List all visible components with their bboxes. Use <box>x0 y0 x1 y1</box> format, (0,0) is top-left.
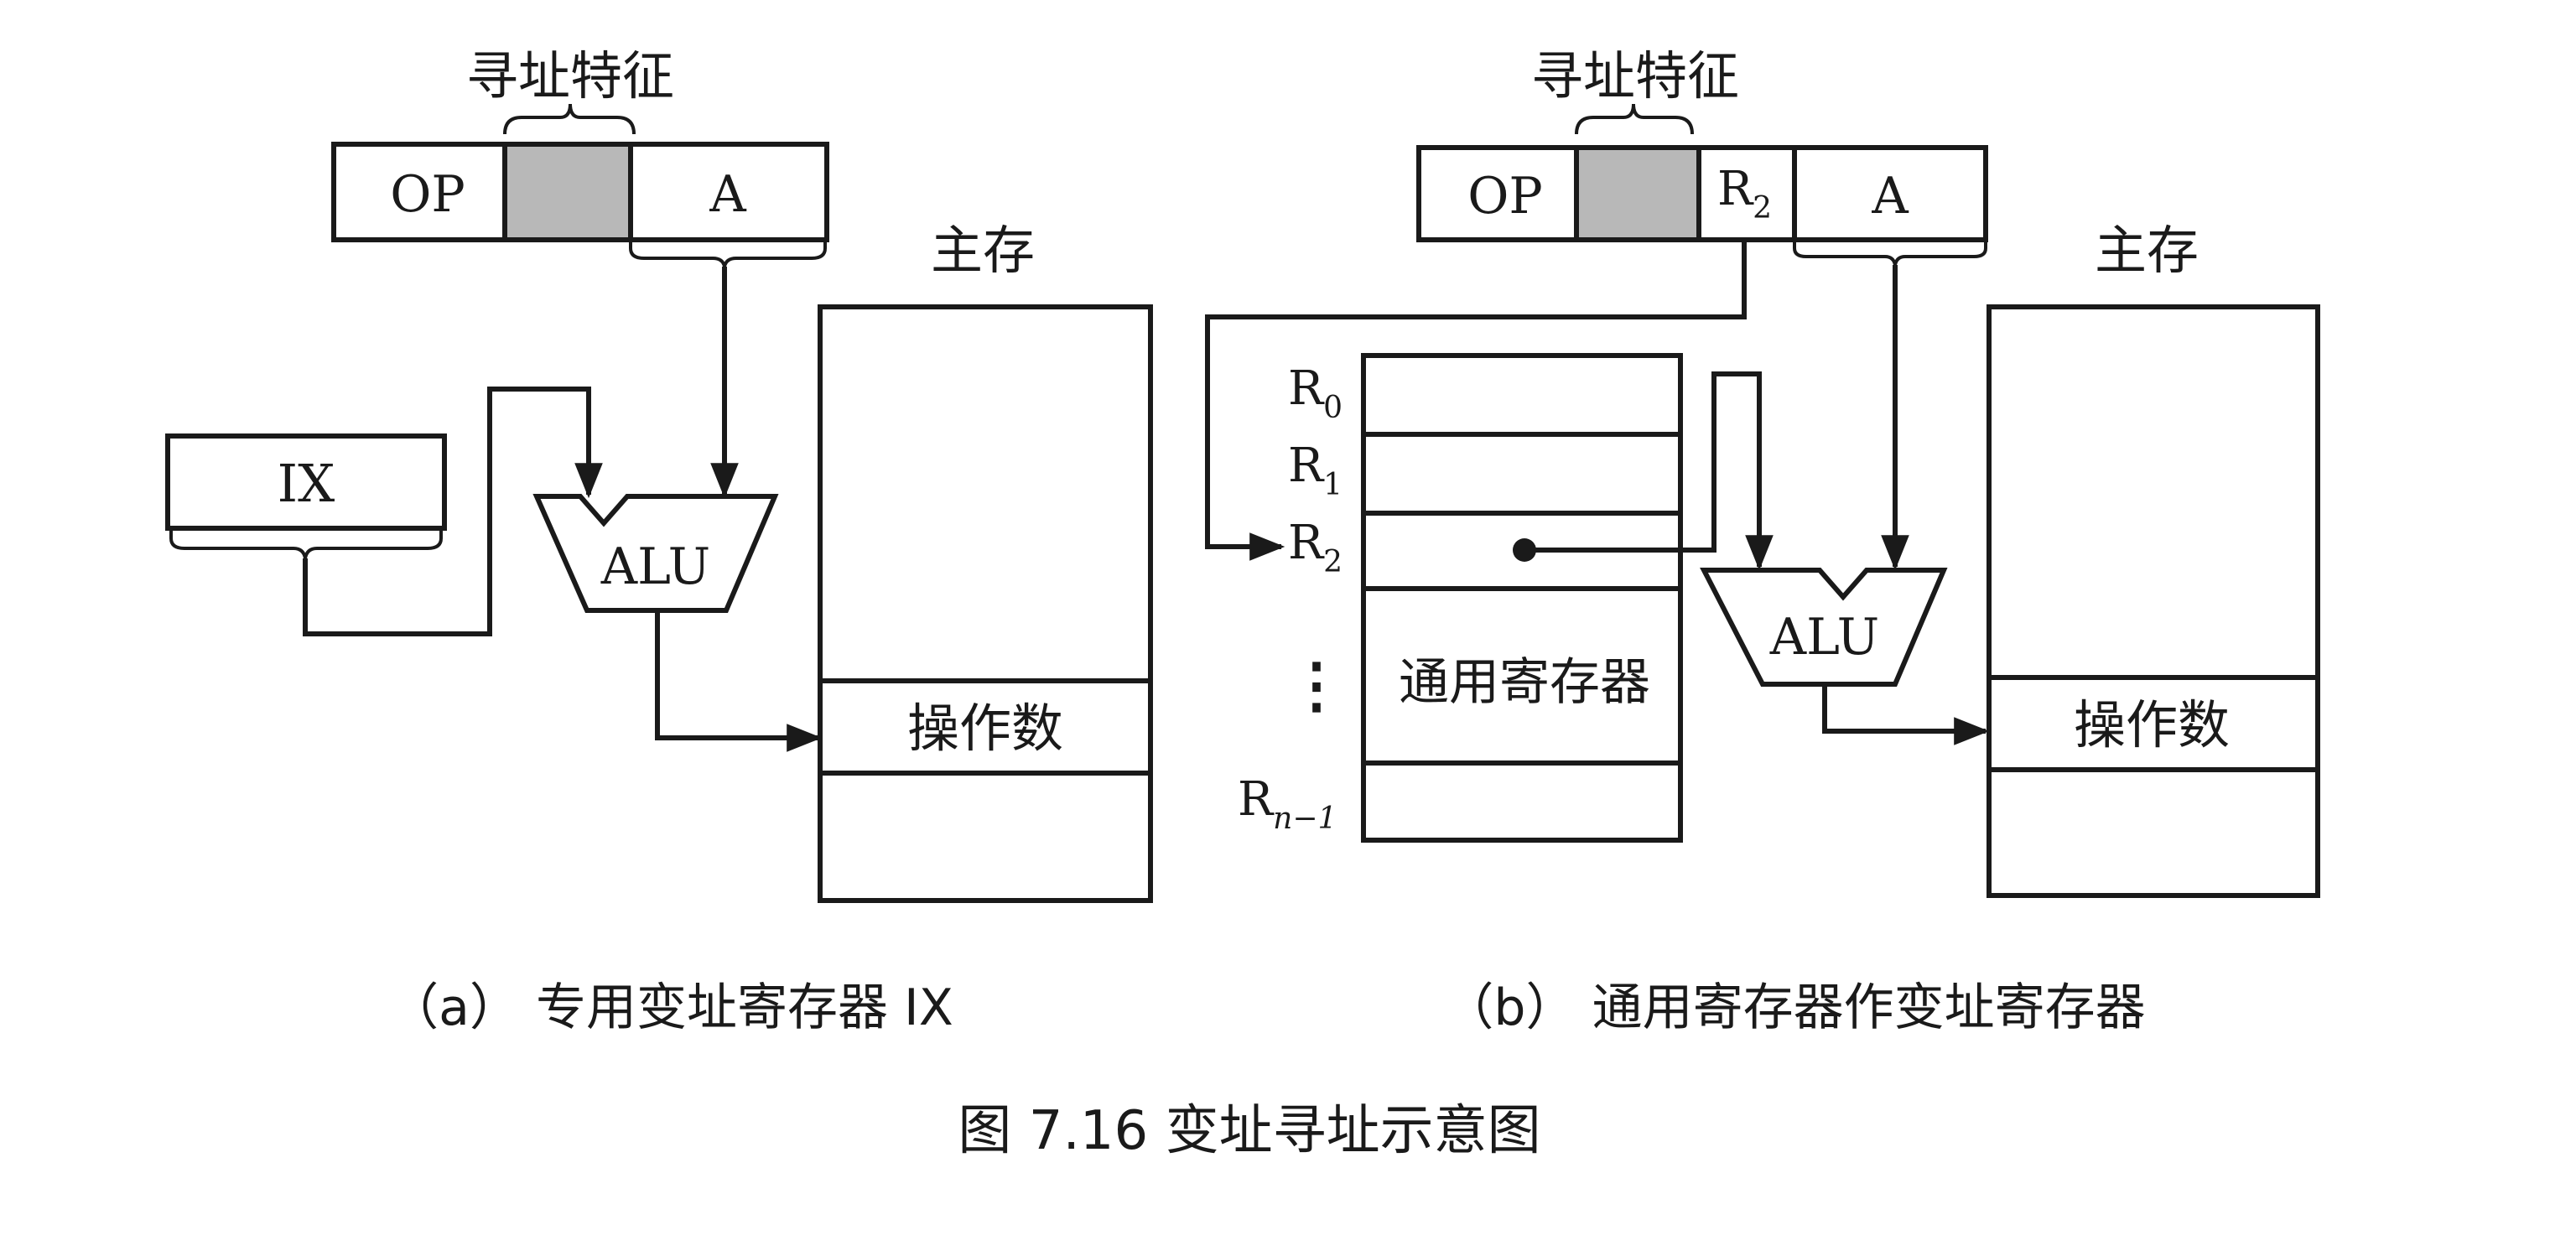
feature-brace-a <box>503 103 636 135</box>
operand-cell-b: 操作数 <box>2074 694 2230 755</box>
panel-b: 寻址特征 OP R2 A 通用寄存器 R0 R1 R2 ⋮ Rn−1 <box>1205 45 2320 1037</box>
operand-cell-a: 操作数 <box>907 698 1063 759</box>
instruction-word-b: OP R2 A <box>1416 145 1988 266</box>
feature-brace-b <box>1575 103 1694 135</box>
panel-a: 寻址特征 OP A IX ALU 主存 <box>165 45 1153 1037</box>
op-field-b: OP <box>1467 167 1543 226</box>
alu-b: ALU <box>1700 568 1948 687</box>
a-field-a: A <box>709 165 746 224</box>
alu-a: ALU <box>532 494 779 613</box>
r2-field-b: R2 <box>1717 162 1772 226</box>
addressing-feature-field-a <box>502 142 633 242</box>
reg-rn-1: Rn−1 <box>1238 772 1337 836</box>
figure-caption: 图 7.16 变址寻址示意图 <box>958 1100 1540 1162</box>
main-memory-b: 操作数 <box>1987 304 2320 898</box>
instruction-word-a: OP A <box>331 142 829 267</box>
reg-r2: R2 <box>1288 516 1343 579</box>
main-memory-a: 操作数 <box>818 304 1153 903</box>
addressing-feature-field-b <box>1574 145 1701 242</box>
reg-r0: R0 <box>1288 361 1343 425</box>
memory-title-b: 主存 <box>2095 220 2199 281</box>
alu-label-b: ALU <box>1769 608 1879 667</box>
alu-label-a: ALU <box>600 537 710 596</box>
op-field-a: OP <box>390 165 465 224</box>
memory-title-a: 主存 <box>931 220 1035 281</box>
register-ellipsis: ⋮ <box>1286 649 1347 720</box>
ix-label: IX <box>278 453 335 514</box>
caption-a: （a） 专用变址寄存器 IX <box>388 978 953 1037</box>
ix-register: IX <box>165 433 447 559</box>
register-file: 通用寄存器 <box>1361 353 1683 843</box>
addressing-feature-label-b: 寻址特征 <box>1531 45 1739 106</box>
a-field-b: A <box>1871 167 1909 226</box>
gpr-label: 通用寄存器 <box>1399 653 1650 712</box>
caption-b: （b） 通用寄存器作变址寄存器 <box>1443 978 2145 1037</box>
addressing-feature-label-a: 寻址特征 <box>466 45 674 106</box>
reg-r1: R1 <box>1288 439 1343 502</box>
